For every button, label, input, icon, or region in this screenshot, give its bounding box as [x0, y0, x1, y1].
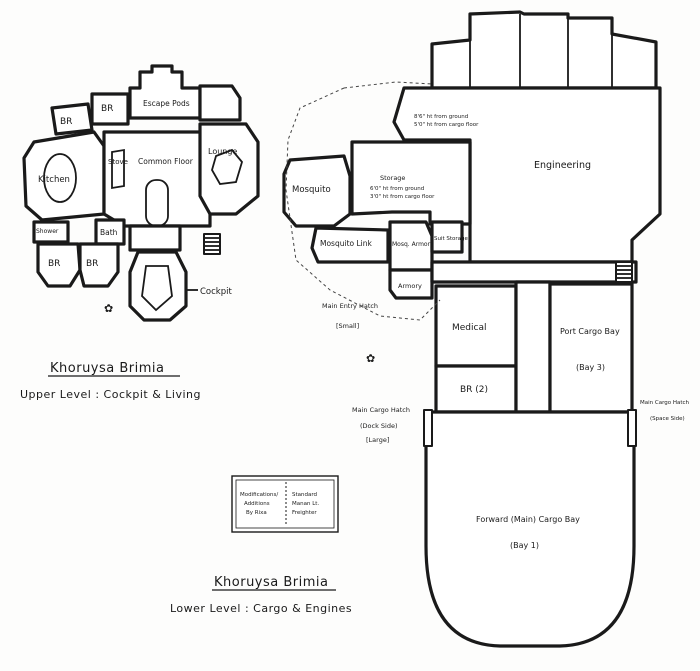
cockpit-room — [128, 250, 188, 322]
bath-room — [94, 218, 126, 246]
label-forward-cargo-bay: Forward (Main) Cargo Bay — [476, 515, 580, 524]
storage-room — [350, 140, 472, 226]
forward-cargo-bay-room — [424, 410, 636, 648]
note-main-entry-hatch: Main Entry Hatch — [322, 302, 378, 310]
kitchen-room — [22, 130, 106, 222]
label-bay3: (Bay 3) — [576, 363, 605, 372]
br-bottom-right-room — [78, 242, 120, 288]
mosquito-bay — [282, 154, 352, 228]
center-column — [514, 280, 552, 414]
label-cockpit: Cockpit — [200, 287, 232, 297]
label-common-floor: Common Floor — [138, 157, 194, 166]
label-mosquito: Mosquito — [292, 185, 331, 195]
note-storage: Storage — [380, 174, 405, 182]
lounge-room — [198, 122, 260, 216]
br-top-room — [90, 92, 130, 126]
label-escape-pods: Escape Pods — [143, 99, 190, 108]
legend-right-line2: Manan Lt. — [292, 501, 319, 507]
legend-left-line3: By Rixa — [246, 510, 267, 516]
note-main-cargo-hatch: Main Cargo Hatch — [352, 406, 410, 414]
note-cargo-hatch-right-side: (Space Side) — [650, 416, 685, 422]
upper-level-title: Khoruysa Brimia — [50, 361, 164, 376]
lower-level-title: Khoruysa Brimia — [214, 575, 328, 590]
note-height-storage-1: 6'0" ht from ground — [370, 186, 424, 192]
note-main-cargo-large: [Large] — [366, 436, 389, 444]
cockpit-console — [141, 265, 173, 312]
note-height-top-1: 8'6" ht from ground — [414, 114, 468, 120]
space-side-hatch — [627, 409, 637, 447]
lower-level-labels: Engineering Mosquito Mosquito Link Mosq.… — [292, 114, 690, 550]
br-bottom-left-room — [36, 242, 82, 288]
label-lounge: Lounge — [208, 147, 237, 156]
label-mosq-armory: Mosq. Armory — [392, 241, 434, 248]
lower-level-subtitle: Lower Level : Cargo & Engines — [170, 602, 352, 615]
legend-box: Modifications/ Additions By Rixa Standar… — [231, 475, 339, 533]
upper-symbol-icon: ✿ — [104, 302, 114, 315]
label-armory: Armory — [398, 282, 422, 290]
label-shower: Shower — [36, 228, 59, 235]
note-height-storage-2: 3'0" ht from cargo floor — [370, 194, 435, 200]
label-br2: BR (2) — [460, 385, 488, 395]
lower-symbol-icon: ✿ — [366, 352, 376, 365]
label-engineering: Engineering — [534, 160, 591, 171]
note-cargo-hatch-right: Main Cargo Hatch — [640, 400, 690, 406]
escape-pods-room — [128, 64, 202, 120]
label-port-cargo-bay: Port Cargo Bay — [560, 327, 620, 336]
note-height-top-2: 5'0" ht from cargo floor — [414, 122, 479, 128]
hull-dashed-outline — [285, 87, 441, 321]
label-kitchen: Kitchen — [38, 175, 70, 185]
label-medical: Medical — [452, 323, 486, 333]
label-mosquito-link: Mosquito Link — [320, 239, 372, 248]
upper-right-block — [198, 84, 242, 122]
lower-stairs — [615, 261, 633, 283]
dock-side-hatch — [423, 409, 433, 447]
upper-stairs — [203, 233, 221, 255]
legend-right-line1: Standard — [292, 492, 317, 498]
lounge-seating — [211, 148, 244, 185]
label-stove: Stove — [108, 158, 128, 166]
label-suit-storage: Suit Storage — [434, 236, 469, 242]
port-cargo-bay-room — [548, 282, 634, 414]
suit-storage-room — [430, 220, 464, 254]
upper-level-plan: ✿ — [22, 64, 260, 322]
lower-corridor — [430, 260, 638, 284]
engine-bells — [430, 10, 658, 90]
lower-level-plan: ✿ — [282, 10, 662, 648]
legend-right-line3: Freighter — [292, 510, 317, 516]
common-floor-room — [102, 130, 212, 228]
label-br-top: BR — [101, 104, 113, 114]
label-bay1: (Bay 1) — [510, 541, 539, 550]
stove-unit — [111, 148, 125, 190]
label-br-bottom-right: BR — [86, 259, 98, 269]
br-top-left-room — [50, 102, 94, 136]
kitchen-table — [43, 153, 77, 203]
mosquito-link-room — [310, 226, 390, 264]
armory-room — [388, 268, 434, 300]
label-br-top-left: BR — [60, 117, 72, 127]
note-main-cargo-side: (Dock Side) — [360, 422, 398, 430]
legend-left-line2: Additions — [244, 501, 270, 507]
upper-level-labels: BR BR Escape Pods Kitchen Stove Common F… — [36, 99, 237, 297]
shower-room — [32, 220, 70, 244]
legend-left-line1: Modifications/ — [240, 492, 278, 498]
label-bath: Bath — [100, 228, 118, 237]
cockpit-corridor — [128, 224, 182, 252]
label-br-bottom-left: BR — [48, 259, 60, 269]
note-main-entry-small: [Small] — [336, 322, 359, 330]
upper-level-subtitle: Upper Level : Cockpit & Living — [20, 388, 201, 401]
